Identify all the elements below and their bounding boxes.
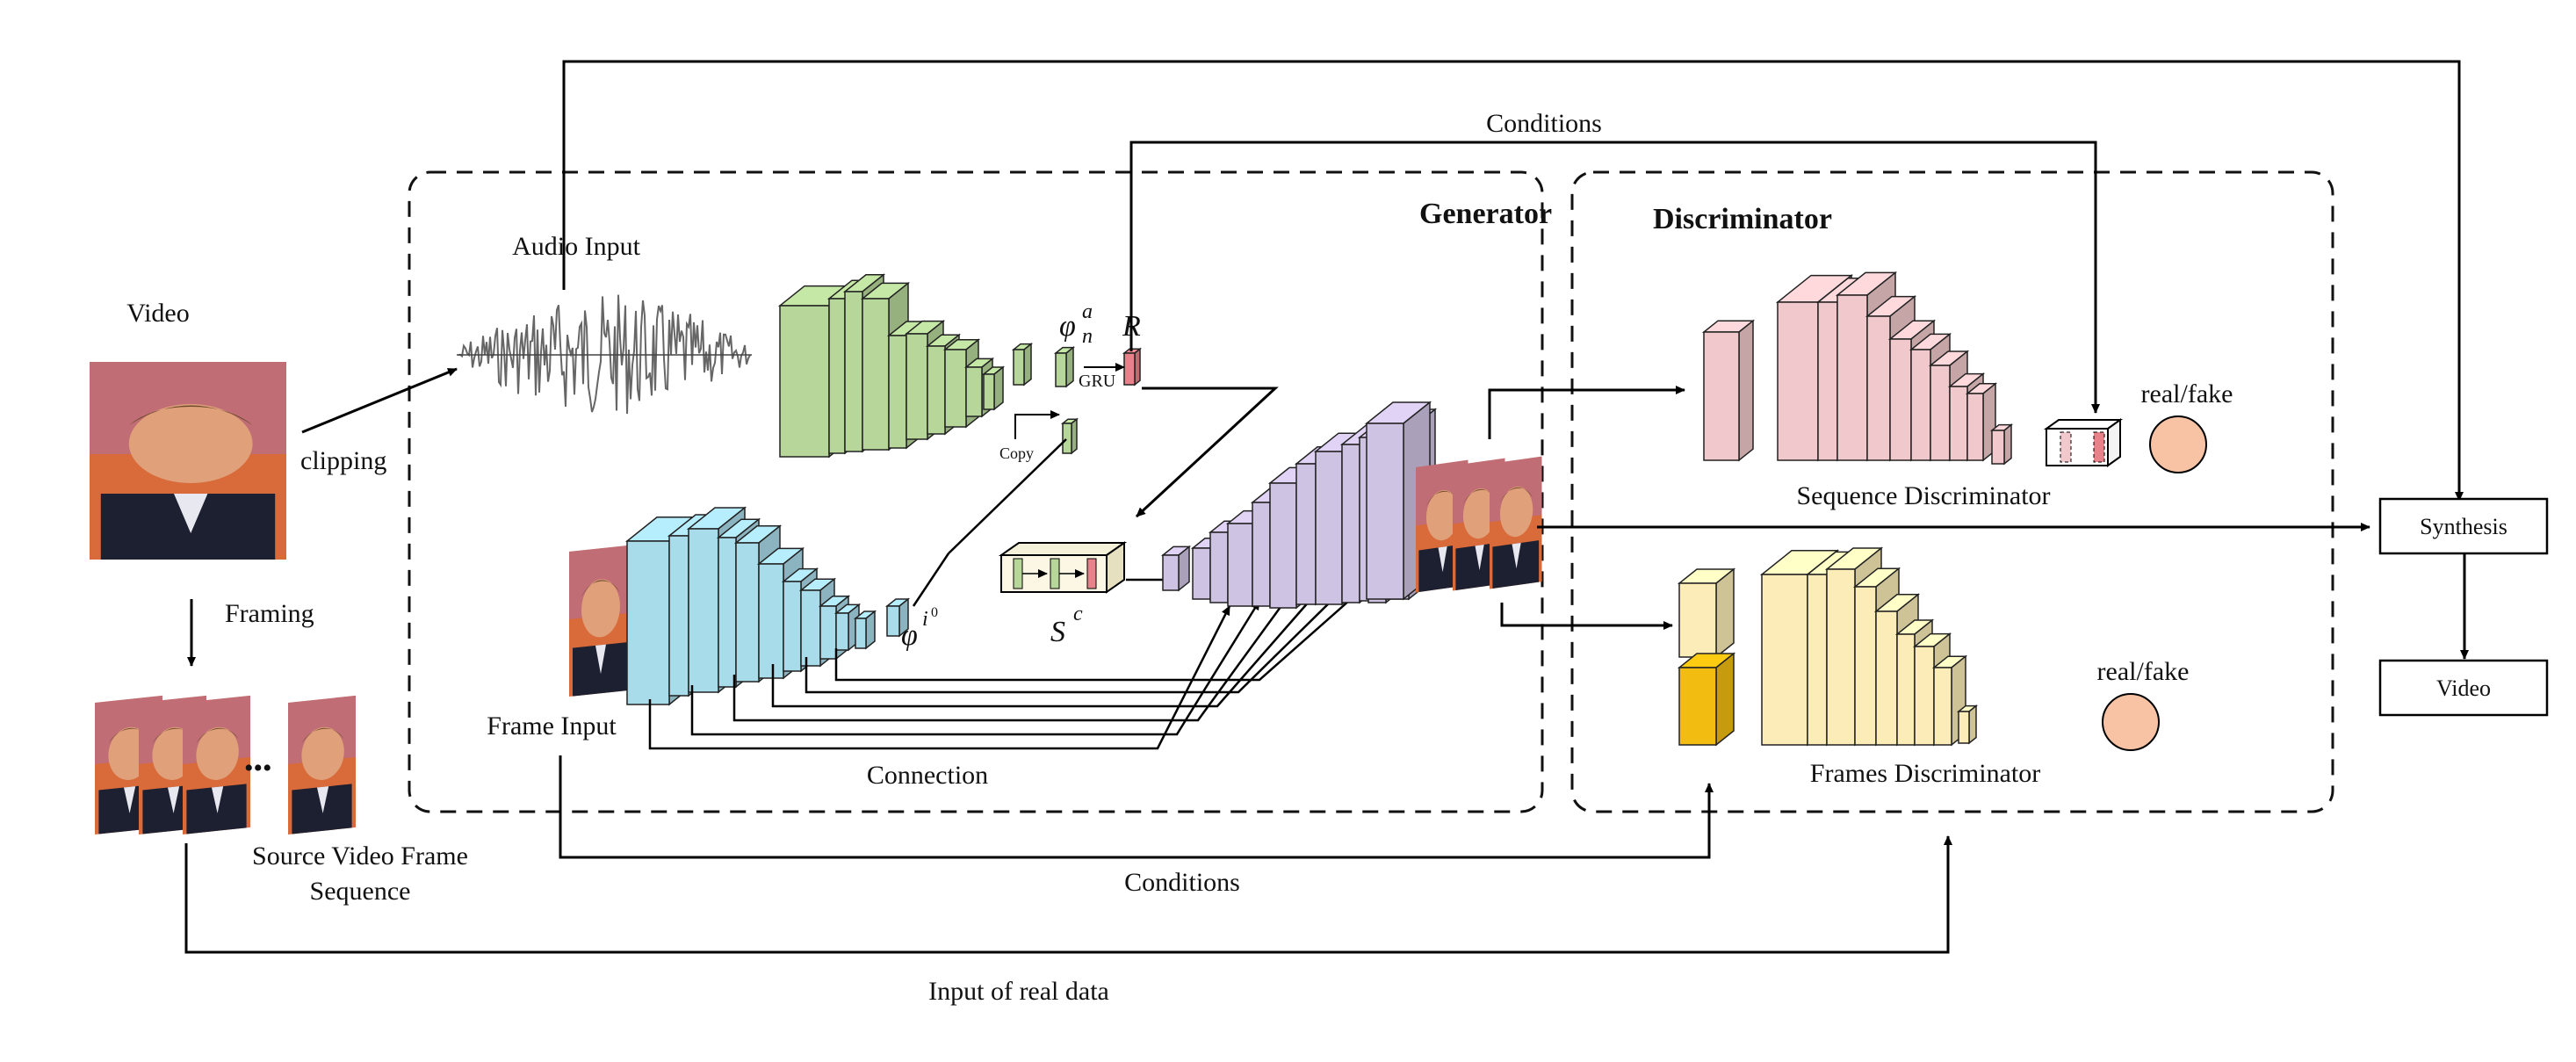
source-seq-label-1: Source Video Frame bbox=[252, 842, 468, 871]
R-block bbox=[1122, 347, 1143, 387]
conditions-bottom-label: Conditions bbox=[1124, 868, 1240, 897]
frames-disc-label: Frames Discriminator bbox=[1810, 759, 2040, 788]
seq-disc-layer-1 bbox=[1701, 319, 1756, 462]
audio-waveform bbox=[458, 294, 751, 415]
generated-frames bbox=[1416, 456, 1542, 593]
copy-block bbox=[1060, 417, 1079, 455]
seq-disc-layer-11 bbox=[1989, 423, 2014, 466]
audio-layer-12 bbox=[1053, 346, 1076, 388]
video-face-image bbox=[90, 362, 286, 560]
frame-layer-11 bbox=[853, 610, 877, 650]
source-frames bbox=[95, 695, 356, 834]
framing-label: Framing bbox=[225, 599, 314, 628]
frames-disc-cond-bottom bbox=[1677, 652, 1736, 747]
generator-box bbox=[408, 170, 1544, 813]
GRU-label: GRU bbox=[1079, 372, 1116, 391]
sequence-discriminator bbox=[1701, 271, 2014, 466]
frame-input-image bbox=[569, 545, 631, 697]
phi-a-symbol: φ bbox=[1059, 310, 1076, 343]
frames-disc-layer-9 bbox=[1956, 704, 1979, 745]
discriminator-title: Discriminator bbox=[1653, 203, 1832, 235]
frame-layer-12 bbox=[884, 597, 911, 638]
skip-connections bbox=[648, 586, 1366, 750]
S-sup: c bbox=[1073, 603, 1083, 625]
copy-label: Copy bbox=[999, 444, 1034, 462]
seq-disc-layer-10 bbox=[1965, 382, 1998, 462]
audio-encoder bbox=[777, 273, 1143, 459]
frames-disc-cond-top bbox=[1677, 567, 1736, 659]
video-label: Video bbox=[126, 299, 190, 328]
phi-i-sup0: 0 bbox=[931, 605, 938, 620]
phi-i-symbol: φ bbox=[901, 619, 918, 652]
decoder bbox=[1160, 401, 1438, 610]
video-output-box bbox=[2378, 659, 2549, 717]
synthesis-label: Synthesis bbox=[2420, 514, 2507, 539]
audio-layer-10 bbox=[981, 365, 1006, 411]
phi-a-sup: a bbox=[1082, 300, 1093, 323]
frame-input-label: Frame Input bbox=[487, 712, 617, 741]
conditions-top-label: Conditions bbox=[1486, 109, 1602, 138]
ellipsis: ••• bbox=[244, 754, 272, 783]
S-symbol: S bbox=[1050, 616, 1065, 648]
synthesis-box bbox=[2378, 497, 2549, 555]
frame-encoder bbox=[624, 506, 911, 706]
video-output-label: Video bbox=[2436, 675, 2491, 701]
phi-a-sub: n bbox=[1082, 325, 1093, 348]
seq-cond-block bbox=[2043, 418, 2124, 467]
connection-label: Connection bbox=[867, 761, 988, 790]
seq-disc-label: Sequence Discriminator bbox=[1796, 481, 2050, 510]
phi-i-sup: i bbox=[922, 608, 928, 631]
real-fake-2: real/fake bbox=[2097, 657, 2190, 686]
audio-input-label: Audio Input bbox=[512, 232, 640, 261]
Sc-block bbox=[998, 541, 1128, 594]
input-real-label: Input of real data bbox=[928, 977, 1109, 1006]
frames-output-circle bbox=[2102, 693, 2160, 751]
audio-layer-11 bbox=[1011, 343, 1034, 387]
source-seq-label-2: Sequence bbox=[310, 877, 411, 906]
clipping-label: clipping bbox=[300, 446, 386, 475]
decoder-layer-1 bbox=[1160, 545, 1192, 592]
frames-discriminator bbox=[1677, 546, 1979, 747]
generator-title: Generator bbox=[1419, 198, 1552, 230]
real-fake-1: real/fake bbox=[2141, 379, 2233, 408]
discriminator-box bbox=[1570, 170, 2334, 813]
seq-output-circle bbox=[2149, 415, 2207, 473]
